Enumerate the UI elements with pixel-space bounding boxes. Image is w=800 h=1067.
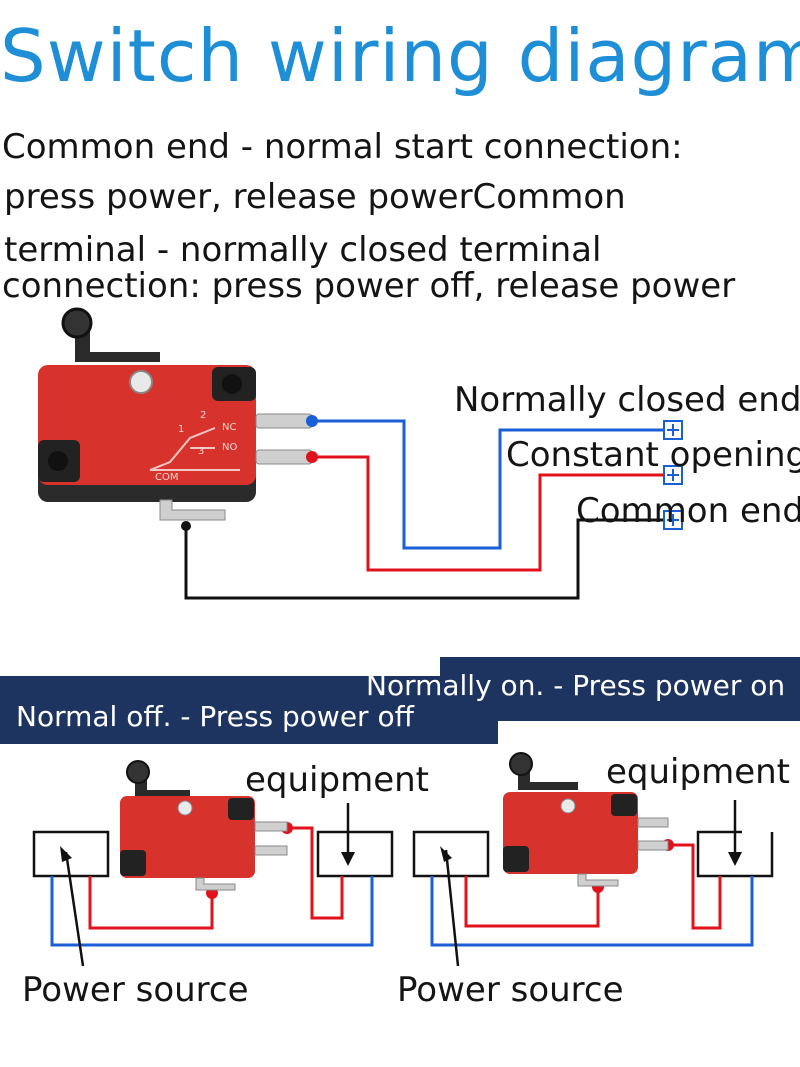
- banner-normal-off: Normal off. - Press power off: [0, 676, 498, 744]
- label-power-source-left: Power source: [22, 970, 249, 1010]
- banner-normal-off-text: Normal off. - Press power off: [16, 700, 414, 733]
- com-wire: [184, 518, 672, 600]
- label-constant-opening: Constant opening: [506, 435, 800, 475]
- terminal-com: [159, 499, 226, 521]
- mount-hole-bl: [48, 451, 68, 471]
- live-wire-right-a: [464, 876, 600, 928]
- main-microswitch: 2 1 3 NC NO COM: [38, 307, 313, 521]
- label-normally-closed-end: Normally closed end: [454, 380, 800, 420]
- description-line-1: Common end - normal start connection:: [2, 127, 683, 167]
- neutral-wire-left: [50, 876, 374, 947]
- description-line-4: connection: press power off, release pow…: [2, 266, 736, 306]
- no-wire: [312, 455, 672, 572]
- description-line-3: terminal - normally closed terminal: [4, 230, 602, 270]
- label-equipment-right: equipment: [606, 752, 790, 792]
- mount-hole-tr: [222, 374, 242, 394]
- main-wires: [181, 415, 683, 600]
- small-switch-right: [503, 792, 638, 874]
- pin1-mark: 1: [178, 424, 184, 435]
- nc-mark: NC: [222, 422, 236, 433]
- no-mark: NO: [222, 442, 237, 453]
- live-wire-right-b: [668, 843, 722, 930]
- banner-normally-on-overlay: Normally on. - Press power on: [366, 669, 786, 702]
- power-source-box-left: [32, 830, 110, 878]
- pin3-mark: 3: [198, 446, 204, 457]
- bottom-right-diagram: [412, 752, 774, 967]
- label-power-source-right: Power source: [397, 970, 624, 1010]
- neutral-wire-right: [430, 876, 754, 947]
- terminal-no: [255, 449, 313, 465]
- description-line-2: press power, release powerCommon: [4, 177, 626, 217]
- live-wire-left-b: [287, 826, 344, 920]
- label-common-end: Common end: [576, 491, 800, 531]
- terminal-nc: [255, 413, 313, 429]
- diagram-title: Switch wiring diagram: [0, 14, 800, 98]
- small-switch-left: [120, 796, 255, 878]
- bottom-left-diagram: [32, 760, 394, 967]
- label-equipment-left: equipment: [245, 760, 429, 800]
- live-wire-left-a: [88, 876, 214, 930]
- equipment-box-left: [316, 830, 394, 878]
- banner-normally-on: Normally on. - Press power on: [440, 657, 800, 721]
- power-source-box-right: [412, 830, 490, 878]
- lever-roller: [61, 307, 93, 339]
- plunger: [129, 370, 153, 394]
- nc-wire: [312, 419, 672, 550]
- pin2-mark: 2: [200, 410, 206, 421]
- switch-body: [38, 365, 256, 485]
- com-mark: COM: [155, 472, 178, 483]
